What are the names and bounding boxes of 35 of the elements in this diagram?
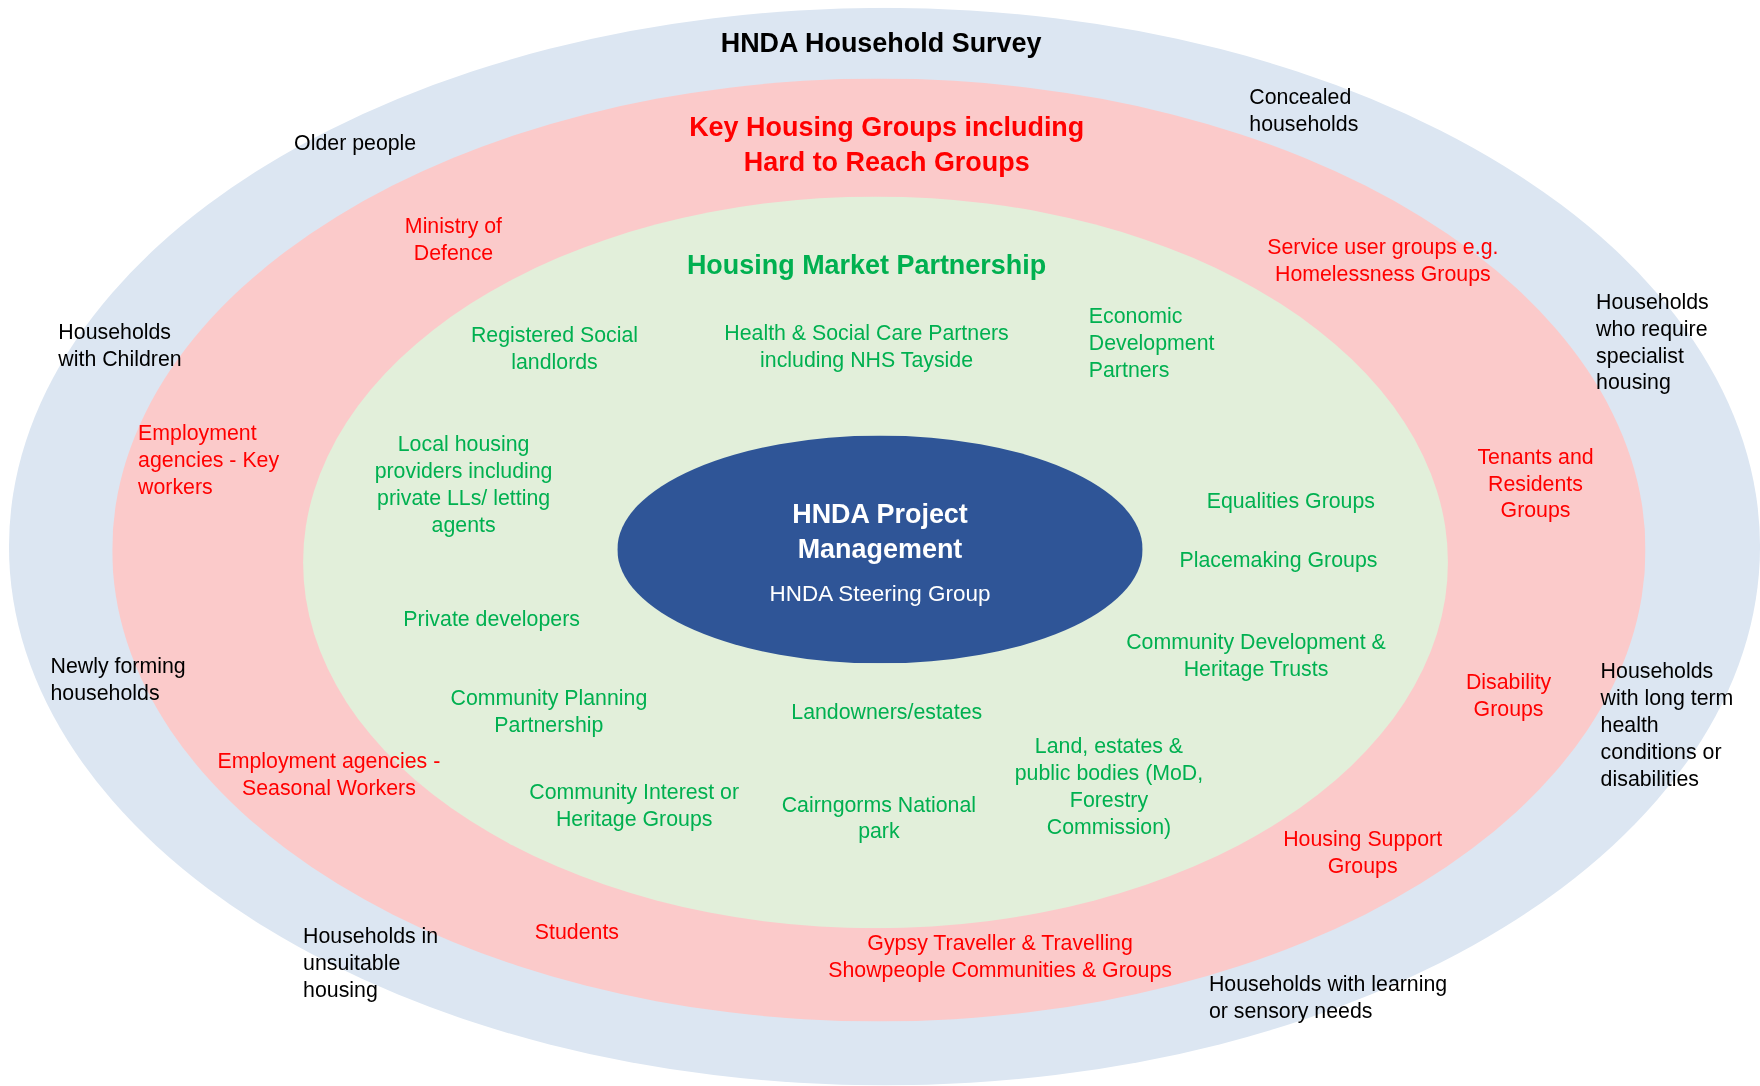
group-label: Newly forming households	[50, 653, 187, 707]
subheading: HNDA Steering Group	[768, 579, 992, 607]
group-label: Households with Children	[58, 318, 183, 373]
group-label: Households with learning or sensory needs	[1208, 971, 1449, 1025]
group-label: Landowners/estates	[790, 699, 984, 726]
heading: HNDA Project Management	[791, 497, 969, 566]
heading: HNDA Household Survey	[719, 25, 1043, 60]
group-label: Households in unsuitable housing	[303, 922, 440, 1004]
group-label: Households with long term health conditions or disabilities	[1600, 657, 1735, 793]
group-label: Economic Development Partners	[1088, 303, 1216, 384]
group-label: Private developers	[402, 606, 581, 633]
group-label: Households who require specialist housing	[1596, 288, 1710, 396]
group-label: Local housing providers including private LLs/ letting agents	[373, 431, 554, 539]
group-label: Concealed households	[1249, 84, 1360, 138]
group-label: Community Planning Partnership	[449, 684, 649, 739]
group-label: Ministry of Defence	[403, 213, 504, 267]
group-label: Land, estates & public bodies (MoD, Forestry Commission)	[1013, 733, 1205, 841]
heading: Key Housing Groups including Hard to Reach Groups	[688, 110, 1086, 179]
group-label: Service user groups e.g. Homelessness Groups	[1266, 233, 1500, 288]
group-label: Disability Groups	[1464, 669, 1553, 723]
group-label: Employment agencies - Seasonal Workers	[216, 747, 442, 802]
group-label: Older people	[294, 130, 418, 157]
group-label: Community Interest or Heritage Groups	[528, 779, 741, 833]
group-label: Gypsy Traveller & Travelling Showpeople Communities & Groups	[827, 929, 1173, 984]
heading: Housing Market Partnership	[685, 248, 1048, 282]
group-label: Registered Social landlords	[469, 322, 640, 376]
group-label: Community Development & Heritage Trusts	[1125, 628, 1387, 683]
group-label: Employment agencies - Key workers	[138, 419, 281, 501]
group-label: Tenants and Residents Groups	[1476, 443, 1595, 524]
group-label: Equalities Groups	[1205, 488, 1376, 515]
group-label: Housing Support Groups	[1282, 826, 1444, 880]
group-label: Cairngorms National park	[780, 791, 978, 845]
group-label: Health & Social Care Partners including NHS Tayside	[723, 320, 1010, 374]
group-label: Placemaking Groups	[1178, 546, 1379, 574]
group-label: Students	[533, 919, 621, 946]
